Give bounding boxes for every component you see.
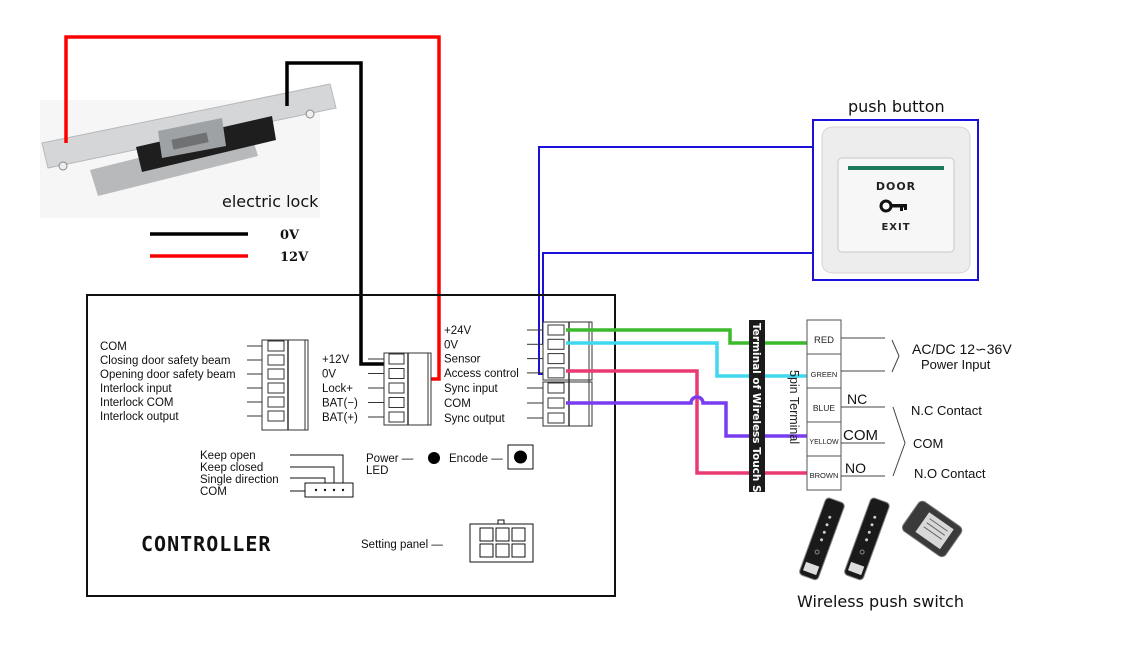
encode-button-dot <box>514 450 527 464</box>
right-terminal-label: +24V <box>444 325 472 337</box>
left-terminal-label: Interlock COM <box>100 397 174 409</box>
power-terminal-pin[interactable] <box>388 411 405 423</box>
right-terminal-label: Sync input <box>444 383 499 395</box>
mode-label: Keep open <box>200 450 256 462</box>
right-terminal-label: COM <box>444 398 471 410</box>
power-input-line2: Power Input <box>921 357 991 372</box>
left-terminal-pin[interactable] <box>267 396 285 408</box>
mode-label: Single direction <box>200 474 279 486</box>
screw-hole-left <box>58 161 68 171</box>
key-icon <box>879 199 907 213</box>
pin-red-label: RED <box>814 335 834 346</box>
left-terminal-label: Closing door safety beam <box>100 355 230 367</box>
right-terminal-pin[interactable] <box>547 324 565 336</box>
push-button-indicator <box>848 166 944 170</box>
power-terminal-pin[interactable] <box>388 397 405 408</box>
contact-tag-com: COM <box>843 427 878 444</box>
legend-0v-label: 0V <box>280 228 300 243</box>
wireless-switch-image <box>799 497 963 581</box>
wire-0v-black <box>285 61 388 366</box>
remote-2 <box>844 497 890 581</box>
power-terminal-label: 0V <box>322 369 336 381</box>
power-terminal-pin[interactable] <box>388 382 405 394</box>
left-terminal-pin[interactable] <box>267 354 285 366</box>
wire-red-green <box>566 328 810 345</box>
right-terminal-pin[interactable] <box>547 353 565 365</box>
terminal-output-lines <box>841 337 906 477</box>
electric-lock-image <box>40 83 337 218</box>
pin-brown-label: BROWN <box>810 471 839 480</box>
power-terminal-pin[interactable] <box>388 353 405 365</box>
pin-green-label: GREEN <box>811 370 838 379</box>
mode-label: Keep closed <box>200 462 263 474</box>
push-button-door-text: DOOR <box>876 180 916 193</box>
power-led-label-2: LED <box>366 465 388 477</box>
controller-box <box>86 294 616 597</box>
right-terminal-pin[interactable] <box>547 338 565 350</box>
power-input-line1: AC/DC 12∽36V <box>912 341 1012 357</box>
pin-terminal-label: 5pin Terminal <box>787 370 801 444</box>
wireless-terminal-block <box>806 319 842 491</box>
right-terminal-pin[interactable] <box>547 397 565 409</box>
power-terminal-pin[interactable] <box>388 368 405 379</box>
left-terminal-label: Opening door safety beam <box>100 369 236 381</box>
left-terminal-label: Interlock input <box>100 383 172 395</box>
contact-tag-nc: NC <box>847 391 867 407</box>
controller-title: CONTROLLER <box>141 532 271 556</box>
electric-lock-label: electric lock <box>222 192 319 211</box>
contact-tag-no: NO <box>845 460 866 476</box>
power-led-indicator <box>428 452 440 464</box>
push-button-exit-text: EXIT <box>881 222 910 233</box>
left-terminal-pin[interactable] <box>267 340 285 352</box>
push-button-title: push button <box>848 97 945 116</box>
left-terminal-pin[interactable] <box>267 382 285 394</box>
left-terminal-pin[interactable] <box>267 368 285 380</box>
terminal-side-label-bg <box>749 320 765 492</box>
terminal-side-label: Terminal of Wireless Touch Switch <box>750 323 762 525</box>
wire-brown-pink <box>566 369 810 475</box>
right-terminal-label: Sync output <box>444 413 506 425</box>
power-led-label: Power — <box>366 453 414 465</box>
pin-blue-label: BLUE <box>813 403 836 413</box>
setting-panel-connector[interactable] <box>469 519 534 563</box>
power-terminal-label: +12V <box>322 354 350 366</box>
pin-yellow-label: YELLOW <box>809 439 839 446</box>
mode-connector <box>290 454 354 498</box>
com-label: COM <box>913 436 943 451</box>
encode-label: Encode — <box>449 453 503 465</box>
right-terminal-pin[interactable] <box>547 367 565 379</box>
power-terminal-label: BAT(−) <box>322 398 358 410</box>
right-terminal-pin[interactable] <box>547 412 565 424</box>
right-terminal-label: Access control <box>444 368 519 380</box>
legend-12v-label: 12V <box>280 250 309 265</box>
right-terminal-pin[interactable] <box>547 382 565 394</box>
left-terminal-pin[interactable] <box>267 410 285 422</box>
wire-push-button-1 <box>538 146 813 375</box>
wireless-switch-caption: Wireless push switch <box>797 592 964 611</box>
right-terminal-label: 0V <box>444 339 458 351</box>
right-terminal-label: Sensor <box>444 354 481 366</box>
no-contact-label: N.O Contact <box>914 466 986 481</box>
left-terminal-label: Interlock output <box>100 411 179 423</box>
receiver-module <box>901 500 963 558</box>
left-terminal-label: COM <box>100 341 127 353</box>
mode-label: COM <box>200 486 227 498</box>
power-terminal-label: Lock+ <box>322 383 353 395</box>
remote-1 <box>799 497 845 581</box>
wire-yellow-purple <box>566 395 810 438</box>
power-terminal-label: BAT(+) <box>322 412 358 424</box>
nc-contact-label: N.C Contact <box>911 403 982 418</box>
setting-panel-label: Setting panel — <box>361 539 443 551</box>
screw-hole-right <box>305 109 315 119</box>
